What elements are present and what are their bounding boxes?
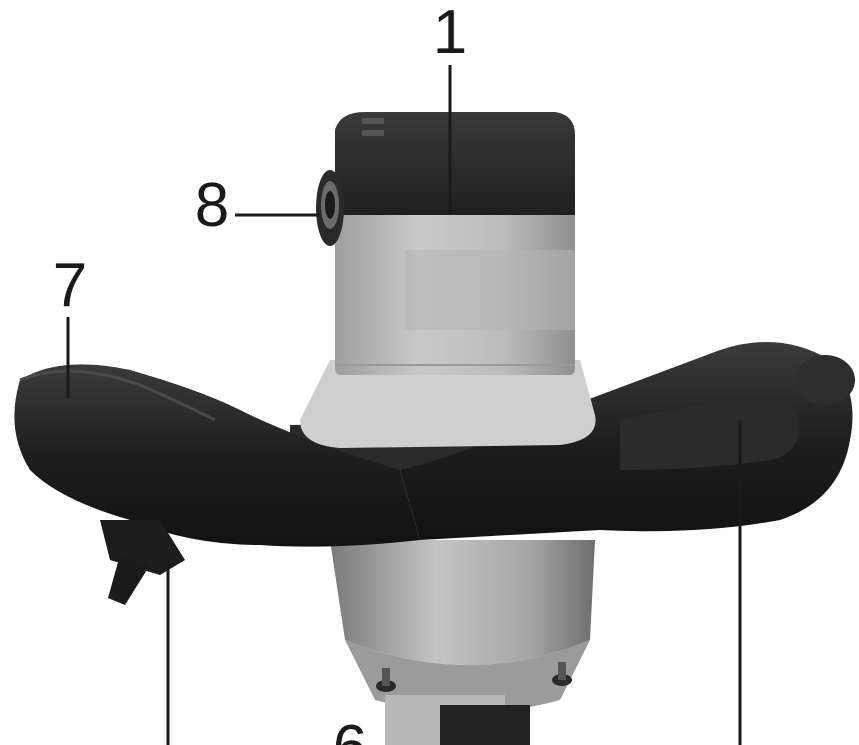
motor-housing	[300, 205, 596, 448]
callout-8: 8	[195, 171, 229, 240]
callout-1: 1	[433, 0, 467, 67]
gear-housing	[330, 540, 595, 745]
top-cap	[335, 112, 575, 215]
speed-dial-icon	[316, 170, 344, 246]
callout-6: 6	[333, 713, 367, 745]
callout-7: 7	[53, 251, 87, 320]
